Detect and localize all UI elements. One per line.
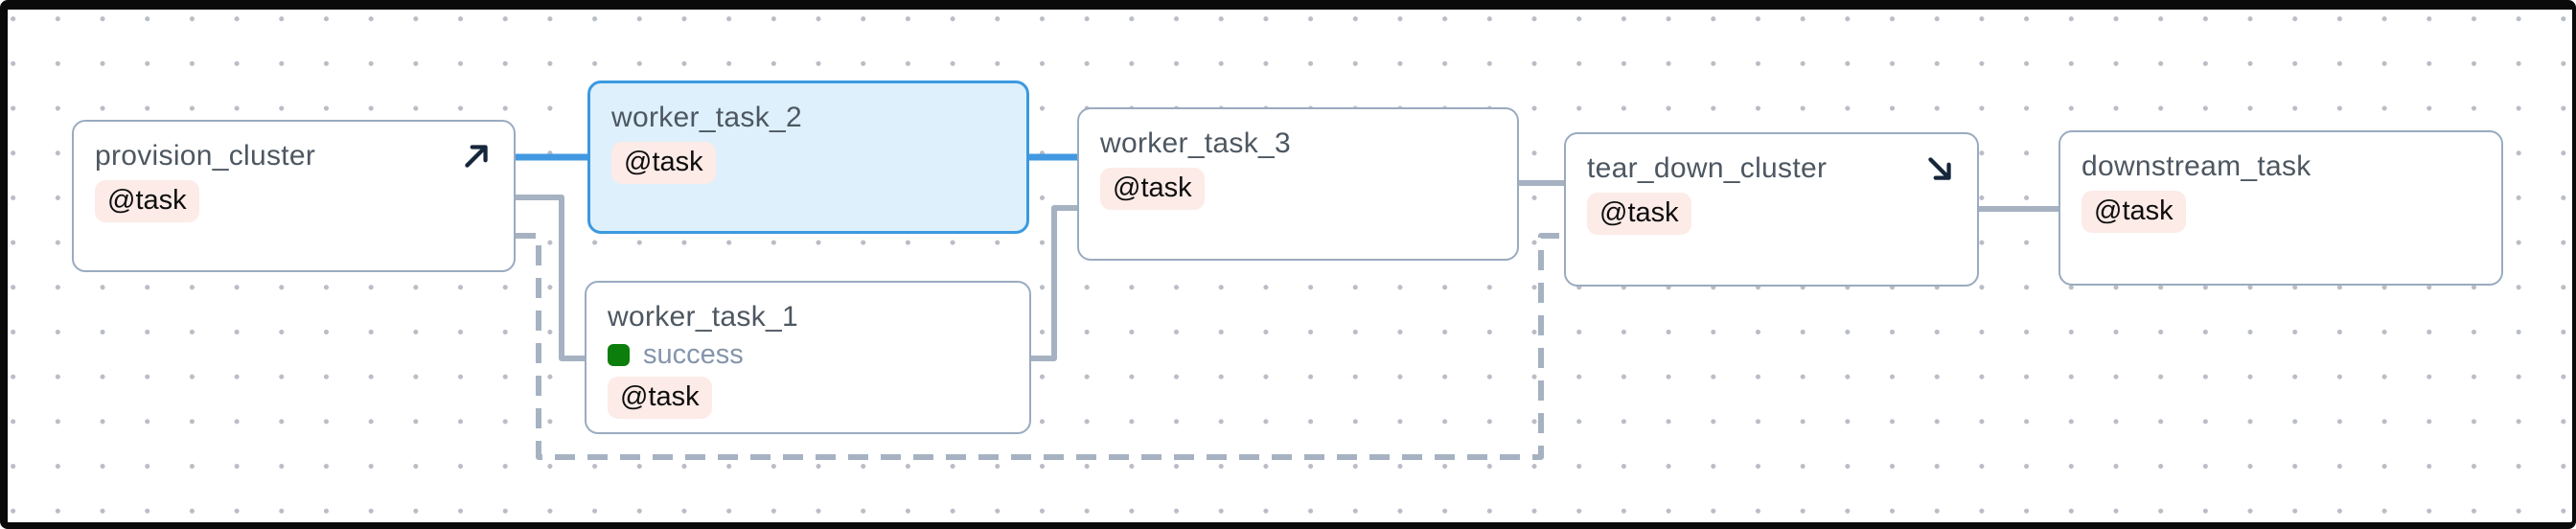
edge-provision_cluster-to-tear_down_cluster <box>516 233 1564 460</box>
task-node-worker_task_3[interactable]: worker_task_3 @task <box>1077 107 1519 261</box>
status-success-square-icon <box>608 343 630 366</box>
task-decorator-badge: @task <box>95 180 199 222</box>
task-node-tear_down_cluster[interactable]: tear_down_cluster @task <box>1564 132 1979 287</box>
status-text: success <box>643 339 744 370</box>
task-title: worker_task_2 <box>611 102 802 133</box>
graph-canvas[interactable]: provision_cluster @task worker_task_2 @task… <box>8 10 2572 522</box>
task-node-worker_task_2[interactable]: worker_task_2 @task <box>587 80 1029 234</box>
arrow-down-right-icon <box>1928 157 1951 180</box>
task-title-row: provision_cluster <box>95 138 493 173</box>
task-node-downstream_task[interactable]: downstream_task @task <box>2058 130 2503 286</box>
task-decorator-badge: @task <box>1587 193 1691 235</box>
task-decorator-badge: @task <box>611 142 716 184</box>
arrow-up-right-icon <box>465 145 488 168</box>
task-title-row: worker_task_2 <box>611 100 1005 135</box>
task-title-row: tear_down_cluster <box>1587 150 1956 186</box>
task-title: worker_task_1 <box>608 301 798 333</box>
edge-worker_task_1-to-worker_task_3 <box>1031 205 1077 361</box>
edge-provision_cluster-to-worker_task_1 <box>516 195 585 361</box>
task-title: tear_down_cluster <box>1587 152 1828 184</box>
task-title: provision_cluster <box>95 140 316 172</box>
task-decorator-badge: @task <box>1100 168 1205 210</box>
task-title-row: worker_task_3 <box>1100 126 1496 161</box>
task-status-row: success <box>608 339 1008 370</box>
edges-layer <box>516 153 2058 460</box>
task-title: downstream_task <box>2082 150 2312 182</box>
task-title-row: downstream_task <box>2082 149 2480 184</box>
task-decorator-badge: @task <box>2082 191 2186 233</box>
task-title-row: worker_task_1 <box>608 299 1008 334</box>
task-decorator-badge: @task <box>608 377 712 419</box>
task-title: worker_task_3 <box>1100 127 1291 159</box>
task-node-provision_cluster[interactable]: provision_cluster @task <box>72 120 516 272</box>
